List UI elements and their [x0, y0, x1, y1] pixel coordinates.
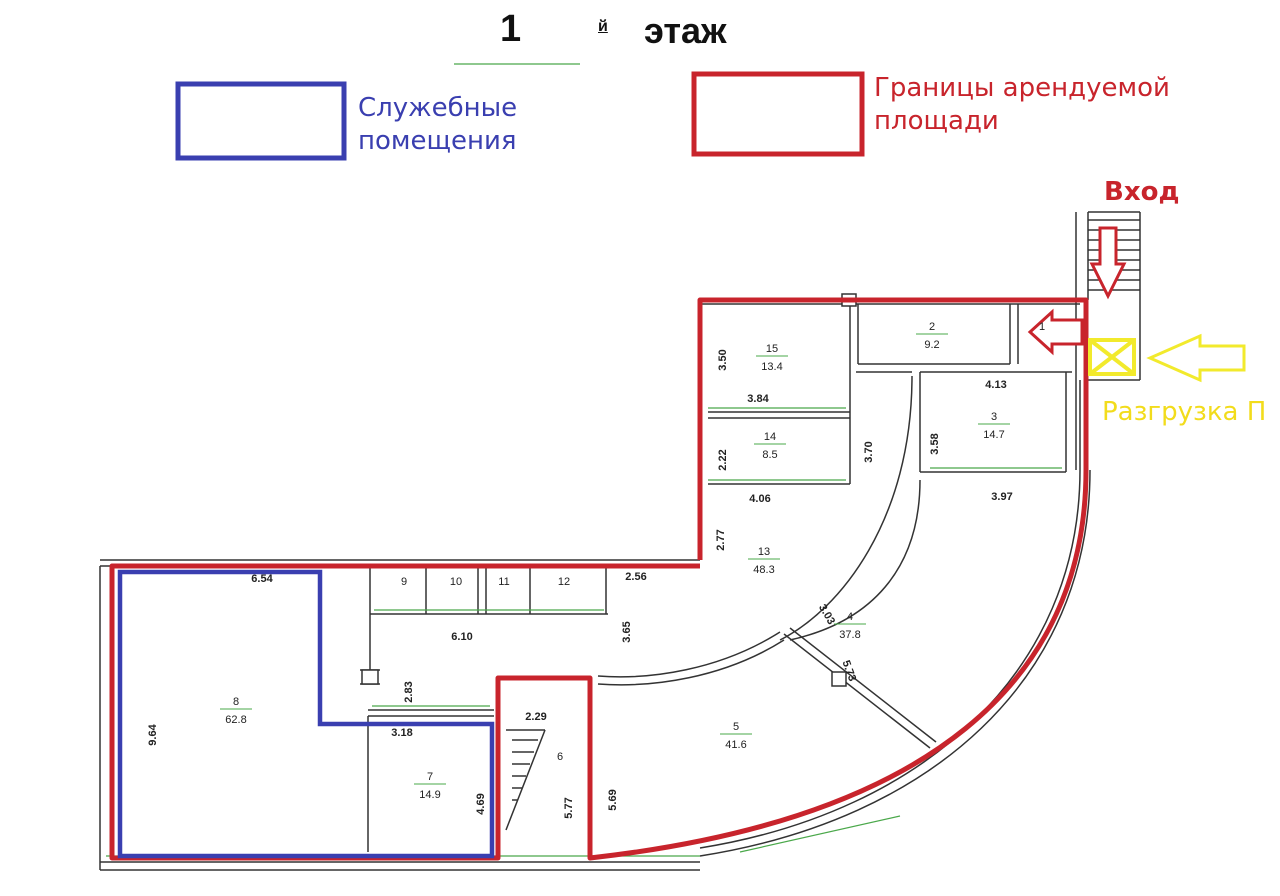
room-9-number: 9: [401, 576, 407, 588]
unloading-marker: [1088, 338, 1136, 376]
unloading-label: Разгрузка П: [1102, 397, 1267, 427]
room-8-number: 8: [233, 696, 239, 708]
room-2-area: 9.2: [924, 339, 939, 351]
dimension-label: 2.56: [625, 571, 646, 583]
room-4-area: 37.8: [839, 629, 860, 641]
floor-suffix: й: [598, 18, 608, 35]
room-15-area: 13.4: [761, 361, 782, 373]
room-13-number: 13: [758, 546, 770, 558]
dimension-label: 3.97: [991, 491, 1012, 503]
entrance-arrow-left: [1027, 308, 1084, 356]
green-accents: [106, 63, 1062, 857]
dimension-label: 2.77: [715, 529, 727, 550]
legend-service-rooms-label: Служебные помещения: [358, 93, 518, 156]
dimension-label: 2.22: [717, 449, 729, 470]
dimension-label: 9.64: [147, 723, 159, 745]
dimension-label: 3.03: [816, 602, 837, 627]
legend-rental-boundary-swatch: [691, 71, 865, 157]
room-13-area: 48.3: [753, 564, 774, 576]
dimension-label: 2.29: [525, 711, 546, 723]
room-15-number: 15: [766, 343, 778, 355]
unloading-arrow: [1146, 333, 1246, 383]
room-3-number: 3: [991, 411, 997, 423]
dimension-label: 6.54: [251, 573, 273, 585]
dimension-label: 3.18: [391, 727, 412, 739]
room-5-area: 41.6: [725, 739, 746, 751]
dimension-label: 6.10: [451, 631, 472, 643]
dimension-label: 4.06: [749, 493, 770, 505]
room-14-area: 8.5: [762, 449, 777, 461]
room-10-number: 10: [450, 576, 462, 588]
room-12-number: 12: [558, 576, 570, 588]
dimension-label: 3.70: [863, 441, 875, 462]
room-8-area: 62.8: [225, 714, 246, 726]
room-11-number: 11: [498, 576, 509, 588]
entrance-label: Вход: [1104, 177, 1180, 207]
room-1-number: 1: [1039, 321, 1045, 333]
floor-word: этаж: [644, 10, 727, 51]
dimension-label: 3.50: [717, 349, 729, 370]
room-4-number: 4: [847, 611, 853, 623]
walls: [99, 211, 1141, 871]
dimension-label: 5.69: [607, 789, 619, 810]
rental-boundary: [109, 297, 1089, 861]
legend-service-rooms-swatch: [175, 81, 347, 161]
dimension-label: 3.65: [621, 621, 633, 642]
room-5-number: 5: [733, 721, 739, 733]
dimension-label: 2.83: [403, 681, 415, 702]
room-7-area: 14.9: [419, 789, 440, 801]
room-3-area: 14.7: [983, 429, 1004, 441]
room-14-number: 14: [764, 431, 776, 443]
dimension-label: 5.77: [563, 797, 575, 818]
service-rooms-boundary: [117, 569, 495, 859]
dimension-label: 3.58: [929, 433, 941, 454]
floor-number: 1: [500, 8, 522, 50]
room-6-number: 6: [557, 751, 563, 763]
room-7-number: 7: [427, 771, 433, 783]
dimension-label: 3.84: [747, 393, 769, 405]
room-2-number: 2: [929, 321, 935, 333]
entrance-arrow-down: [1089, 226, 1127, 300]
dimension-label: 4.13: [985, 379, 1006, 391]
dimension-label: 4.69: [475, 793, 487, 814]
legend-rental-boundary-label: Границы арендуемой площади: [874, 73, 1170, 136]
dimension-labels: 3.50 3.84 2.22 4.06 3.70 3.58 4.13 3.97 2.77 2.56…: [147, 349, 1013, 818]
